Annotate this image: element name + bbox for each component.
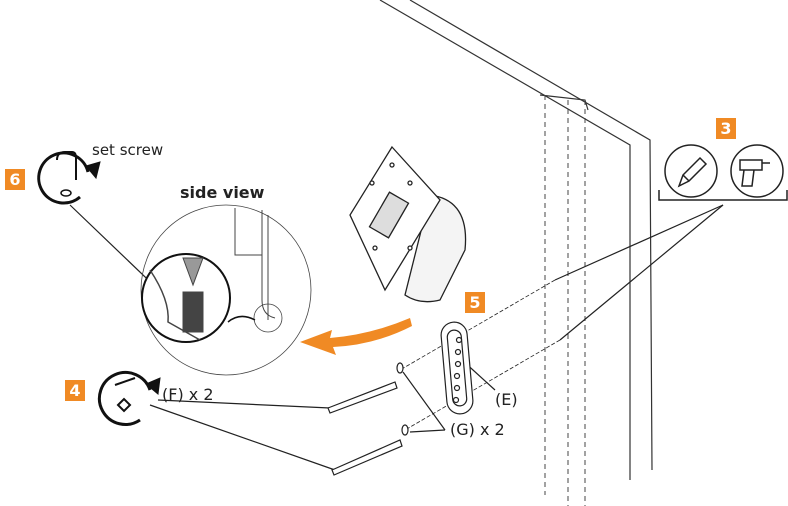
anchor-e bbox=[440, 321, 474, 415]
part-g-label: (G) x 2 bbox=[450, 420, 505, 439]
step-3-badge: 3 bbox=[716, 118, 736, 139]
hex-key-rotate-icon bbox=[37, 151, 101, 205]
tools-bracket bbox=[658, 144, 788, 201]
drill-icon bbox=[730, 144, 784, 198]
step-4-badge: 4 bbox=[65, 380, 85, 401]
side-view-label: side view bbox=[180, 183, 265, 202]
monitor-mount bbox=[349, 145, 467, 303]
screws-f bbox=[327, 362, 409, 476]
part-e-label: (E) bbox=[495, 390, 518, 409]
step-6-badge: 6 bbox=[5, 169, 25, 190]
wrench-rotate-icon bbox=[98, 371, 161, 426]
washer-g bbox=[401, 424, 409, 436]
part-f-label: (F) x 2 bbox=[162, 385, 214, 404]
side-view-detail bbox=[140, 204, 312, 376]
step-5-badge: 5 bbox=[465, 292, 485, 313]
stud-lines bbox=[544, 95, 586, 506]
set-screw-label: set screw bbox=[92, 141, 164, 159]
washer-g bbox=[396, 362, 404, 374]
arrow-icon bbox=[300, 318, 412, 355]
pencil-icon bbox=[664, 144, 718, 198]
